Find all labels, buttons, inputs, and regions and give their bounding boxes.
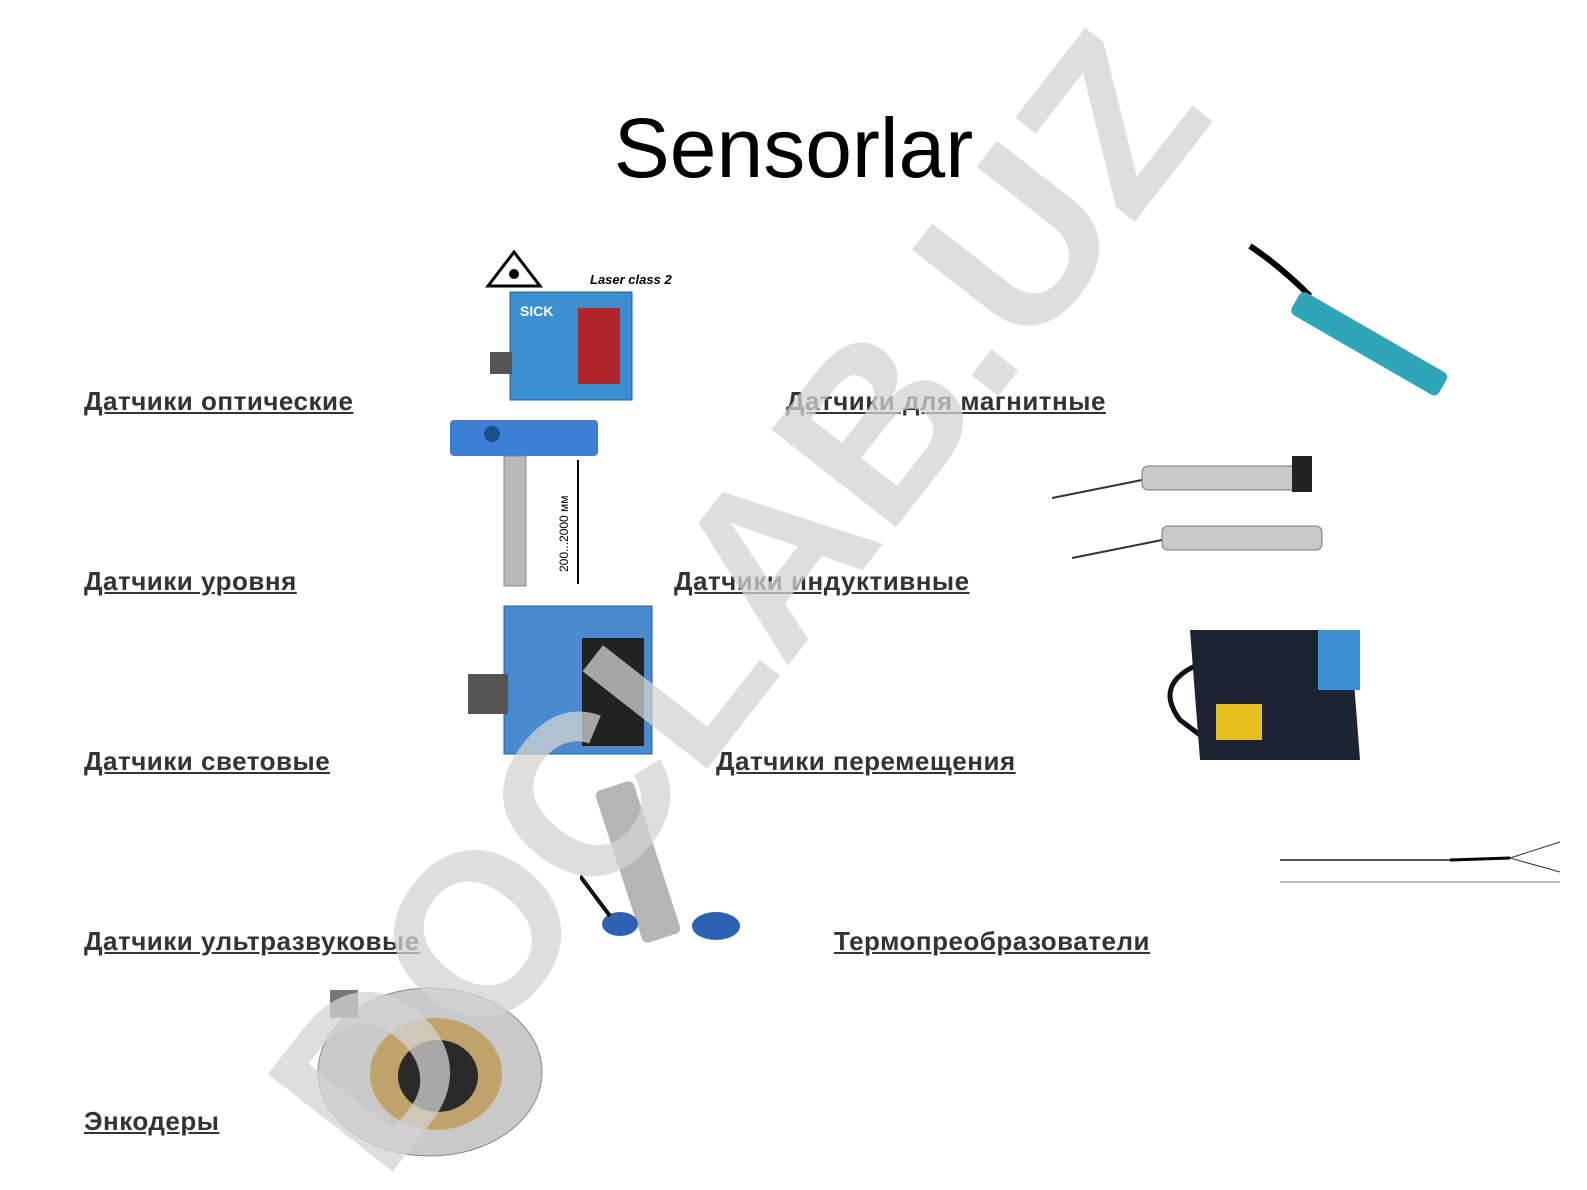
- link-displacement-sensors[interactable]: Датчики перемещения: [716, 746, 1016, 776]
- link-inductive-sensors[interactable]: Датчики индуктивные: [674, 566, 970, 596]
- level-dimension-text: 200...2000 мм: [557, 495, 571, 572]
- displacement-sensor-image: [1167, 630, 1360, 760]
- optical-sensor-image: Laser class 2 SICK: [484, 249, 672, 401]
- link-ultrasonic-sensors[interactable]: Датчики ультразвуковые: [84, 926, 420, 956]
- level-sensor-image: 200...2000 мм: [450, 420, 598, 587]
- encoder-image: [317, 987, 543, 1157]
- laser-class-text: Laser class 2: [590, 272, 672, 287]
- brand-text: SICK: [520, 303, 553, 319]
- link-thermo-converters[interactable]: Термопреобразователи: [834, 926, 1150, 956]
- ultrasonic-sensor-image: [580, 781, 740, 943]
- link-magnetic-sensors[interactable]: Датчики для магнитные: [786, 386, 1106, 416]
- link-light-sensors[interactable]: Датчики световые: [84, 746, 331, 776]
- magnetic-sensor-image: [1248, 243, 1448, 396]
- slide-title: Sensorlar: [613, 101, 974, 195]
- inductive-sensor-image: [1052, 456, 1323, 559]
- link-encoders[interactable]: Энкодеры: [84, 1106, 220, 1136]
- link-optical-sensors[interactable]: Датчики оптические: [84, 386, 354, 416]
- light-sensor-image: [468, 605, 653, 755]
- link-level-sensors[interactable]: Датчики уровня: [84, 566, 297, 596]
- thermo-converter-image: [1280, 841, 1561, 883]
